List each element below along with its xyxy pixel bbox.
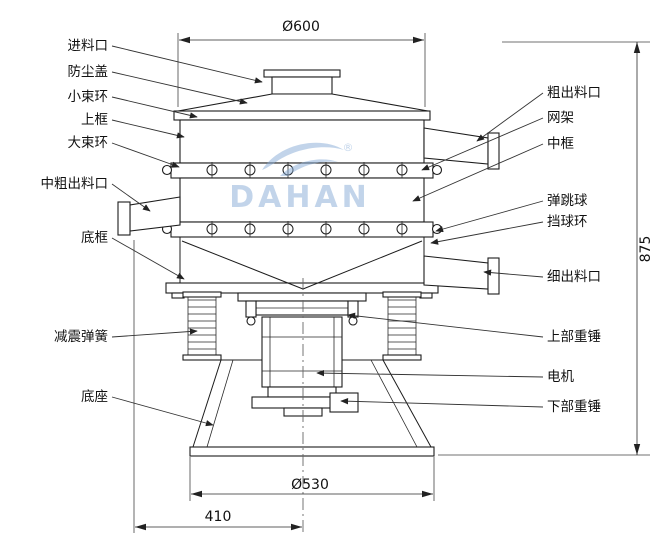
label-base: 底座 <box>81 389 108 405</box>
dimension-base-width: 410 <box>133 240 302 533</box>
leader-bottom-frame <box>111 237 185 280</box>
labels-right: 粗出料口 网架 中框 弹跳球 挡球环 细出料口 上部重锤 电机 下部重锤 <box>547 85 601 415</box>
label-bouncing-ball: 弹跳球 <box>547 193 588 209</box>
right-lower-outlet-part <box>423 255 500 295</box>
leader-ball-stop-ring <box>430 221 544 245</box>
upper-frame-part <box>179 119 425 164</box>
label-damping-spring: 减震弹簧 <box>54 329 108 345</box>
leader-mid-coarse-outlet <box>111 183 151 212</box>
leader-damping-spring <box>111 328 198 338</box>
spring-right-part <box>382 291 422 361</box>
brand-logo-swoosh2-icon <box>280 159 338 176</box>
labels-left: 进料口 防尘盖 小束环 上框 大束环 中粗出料口 底框 减震弹簧 底座 <box>41 38 109 405</box>
label-small-clamp-ring: 小束环 <box>68 89 109 105</box>
label-ball-stop-ring: 挡球环 <box>547 214 588 230</box>
spring-left-part <box>182 291 222 361</box>
label-bottom-frame: 底框 <box>81 230 108 246</box>
registered-mark: ® <box>343 141 354 154</box>
label-feed-inlet: 进料口 <box>68 38 109 54</box>
motor-part <box>237 292 367 417</box>
clamp-band-upper-part <box>161 162 443 179</box>
label-upper-weight: 上部重锤 <box>547 329 601 345</box>
label-lower-weight: 下部重锤 <box>547 399 601 415</box>
leader-feed-inlet <box>111 45 263 84</box>
label-large-clamp-ring: 大束环 <box>68 135 109 151</box>
watermark-brand: DAHAN <box>229 180 371 215</box>
bottom-frame-part <box>165 237 439 299</box>
leader-bouncing-ball <box>435 200 544 233</box>
dim-bottom-diameter-text: Ø530 <box>291 477 329 493</box>
machine-drawing <box>117 69 500 457</box>
watermark: DAHAN ® <box>229 141 371 215</box>
leader-large-clamp-ring <box>111 142 180 168</box>
leader-motor <box>316 369 544 378</box>
leader-lines <box>111 45 544 427</box>
dimension-total-height: 875 <box>438 41 654 456</box>
label-motor: 电机 <box>547 369 575 385</box>
leader-base <box>111 396 214 427</box>
dim-base-width-text: 410 <box>205 509 232 525</box>
dimension-bottom-diameter: Ø530 <box>189 457 435 501</box>
dim-total-height-text: 875 <box>638 236 654 263</box>
label-dust-cover: 防尘盖 <box>68 64 109 80</box>
label-screen-frame: 网架 <box>547 110 574 126</box>
leader-coarse-outlet <box>476 92 544 142</box>
middle-frame-part <box>179 177 425 223</box>
brand-logo-swoosh-icon <box>262 142 344 170</box>
label-middle-frame: 中框 <box>547 136 574 152</box>
right-upper-outlet-part <box>423 127 500 170</box>
leader-fine-outlet <box>483 269 544 278</box>
label-coarse-outlet: 粗出料口 <box>547 85 601 101</box>
leader-dust-cover <box>111 71 248 105</box>
label-mid-coarse-outlet: 中粗出料口 <box>41 176 109 192</box>
leader-lower-weight <box>340 398 544 408</box>
leader-middle-frame <box>412 143 544 202</box>
label-fine-outlet: 细出料口 <box>547 269 601 285</box>
dim-top-diameter-text: Ø600 <box>282 19 320 35</box>
leader-screen-frame <box>421 117 544 171</box>
label-upper-frame: 上框 <box>81 112 108 128</box>
leader-small-clamp-ring <box>111 96 198 119</box>
dust-cover-part <box>173 93 431 121</box>
clamp-band-lower-part <box>161 221 443 238</box>
leader-upper-weight <box>347 312 544 338</box>
feed-inlet-part <box>263 69 341 95</box>
dimension-top-diameter: Ø600 <box>177 19 426 107</box>
leader-upper-frame <box>111 119 185 139</box>
